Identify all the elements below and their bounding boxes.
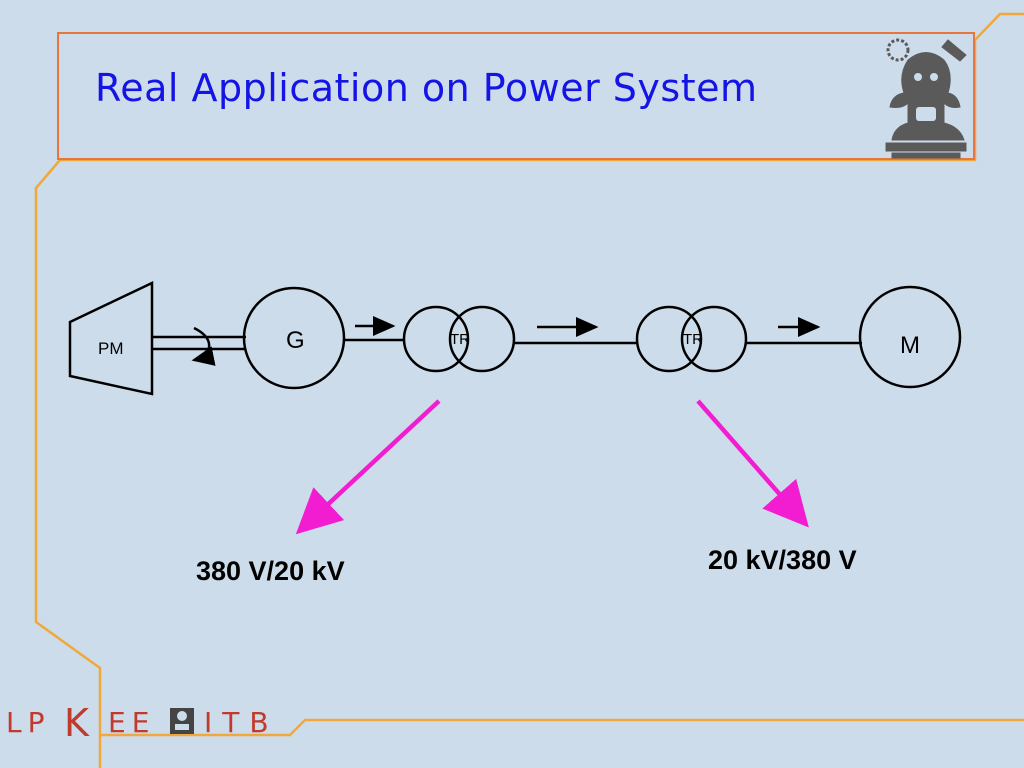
logo-text-itb: ITB xyxy=(204,706,279,739)
pointer-arrow-right xyxy=(696,399,809,528)
transformer-1: TR xyxy=(402,305,516,373)
pointer-arrow-left xyxy=(295,399,441,535)
shaft xyxy=(152,326,246,366)
title-box xyxy=(57,32,975,160)
rotation-arrow-icon xyxy=(191,326,216,366)
generator-label: G xyxy=(286,327,305,354)
prime-mover: PM xyxy=(68,281,154,396)
lpkee-itb-logo: LP K EE ITB xyxy=(6,701,279,744)
transformer-2: TR xyxy=(635,305,748,373)
step-down-ratio-label: 20 kV/380 V xyxy=(708,545,857,575)
small-emblem-icon xyxy=(170,708,194,734)
motor: M xyxy=(858,285,962,389)
transformer-2-label: TR xyxy=(683,331,703,348)
step-up-ratio-label: 380 V/20 kV xyxy=(196,556,345,586)
motor-label: M xyxy=(900,332,920,359)
slide-title: Real Application on Power System xyxy=(95,66,758,110)
frame-line-footer xyxy=(100,718,1024,737)
prime-mover-label: PM xyxy=(98,339,124,358)
logo-text-ee: EE xyxy=(108,706,155,739)
generator: G xyxy=(242,286,346,390)
frame-line-outer xyxy=(34,12,1024,768)
transformer-1-label: TR xyxy=(450,331,470,348)
logo-text-lp: LP xyxy=(6,706,50,739)
logo-text-k: K xyxy=(64,701,90,744)
ganesha-emblem-icon xyxy=(885,38,967,159)
